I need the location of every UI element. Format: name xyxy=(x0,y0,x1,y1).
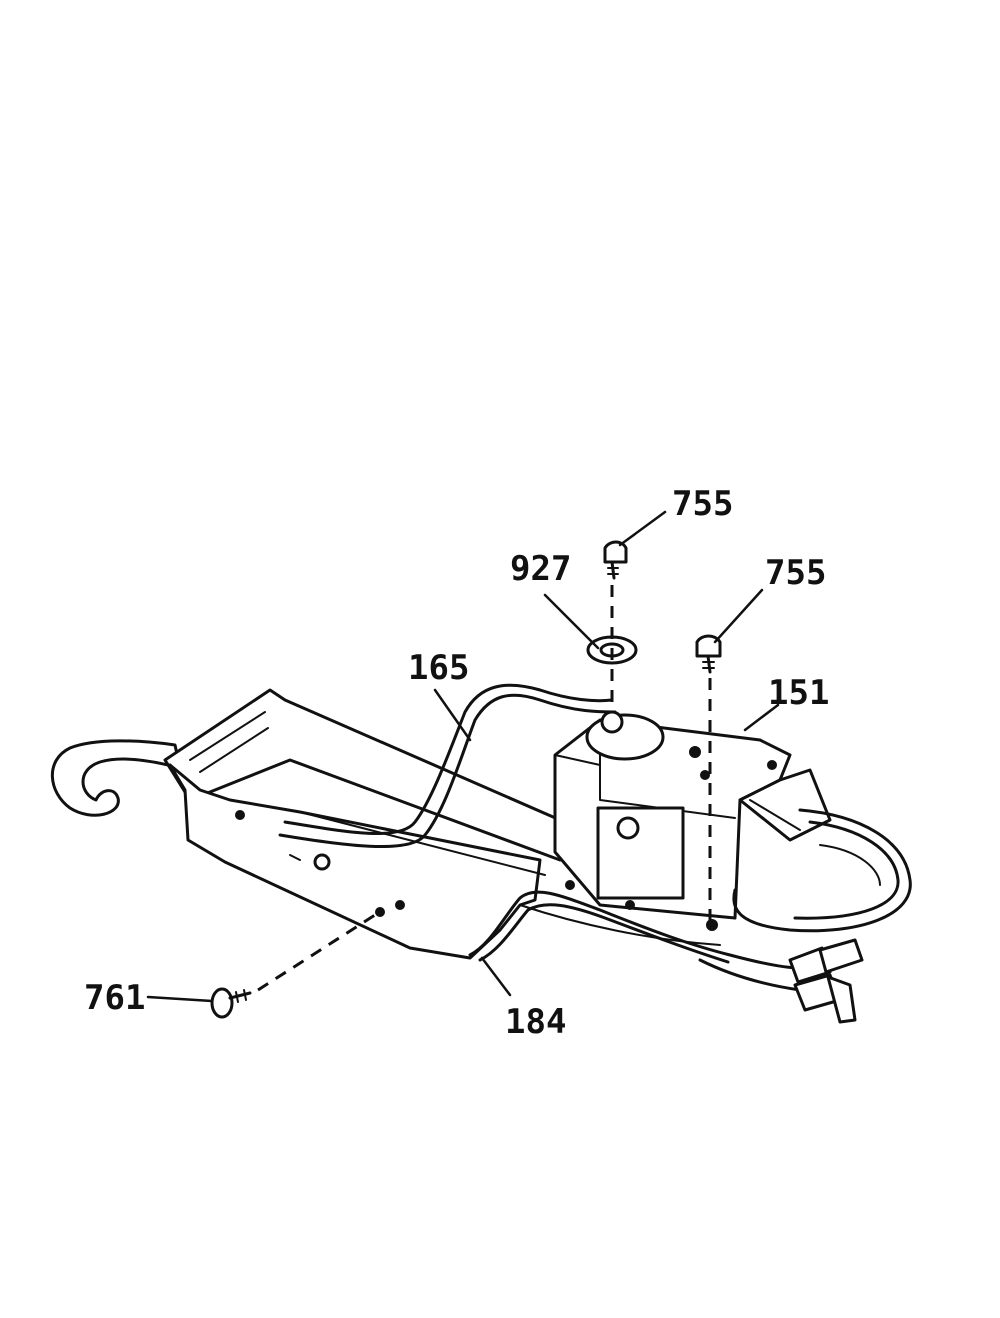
leader-lines xyxy=(146,510,780,1003)
screw-top xyxy=(603,540,628,580)
callout-755-top: 755 xyxy=(672,484,733,524)
motor-housing xyxy=(553,710,832,931)
callout-151: 151 xyxy=(768,673,829,713)
wire-harness xyxy=(468,890,802,992)
connector-terminals xyxy=(788,938,864,1024)
callout-755-right: 755 xyxy=(765,553,826,593)
callout-761: 761 xyxy=(84,978,145,1018)
callout-184: 184 xyxy=(505,1002,566,1042)
hook xyxy=(50,739,182,817)
cord-loop xyxy=(732,808,912,933)
callout-165: 165 xyxy=(408,648,469,688)
callout-927: 927 xyxy=(510,549,571,589)
base-bracket xyxy=(163,688,562,960)
assembly-lines xyxy=(257,585,712,992)
screw-bracket xyxy=(210,987,252,1019)
